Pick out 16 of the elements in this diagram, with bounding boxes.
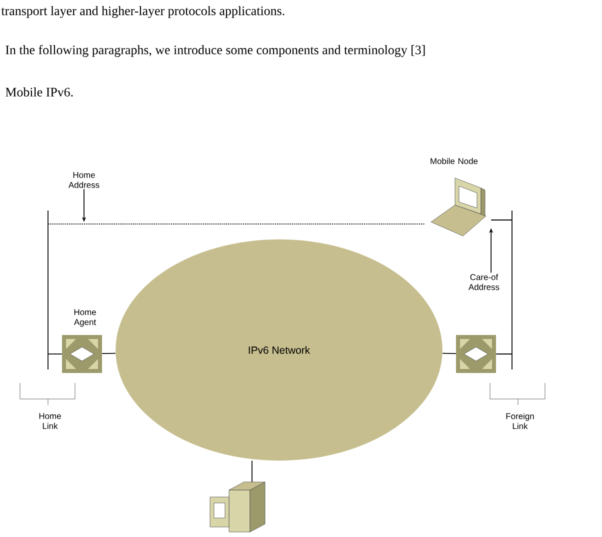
bracket-label: Foreign Link bbox=[506, 412, 534, 430]
router-drawing bbox=[456, 335, 496, 373]
connector-line bbox=[102, 352, 116, 354]
server-drawing bbox=[210, 482, 266, 532]
router-drawing bbox=[62, 335, 102, 373]
node-label: Home Agent bbox=[74, 309, 96, 327]
paragraph-line: In the following paragraphs, we introduce some components and terminology [3] bbox=[6, 45, 425, 57]
paragraph-line: Mobile IPv6. bbox=[6, 87, 73, 97]
paragraph-line: transport layer and higher-layer protocols applications. bbox=[1, 6, 284, 18]
node-label: Mobile Node bbox=[430, 158, 478, 164]
callout-text: Care-of Address bbox=[468, 274, 500, 290]
laptop-drawing bbox=[430, 178, 486, 236]
callout-text: Home Address bbox=[68, 172, 100, 188]
bracket-label: Home Link bbox=[39, 413, 61, 429]
network-cloud: IPv6 Network bbox=[116, 239, 442, 461]
connector-line bbox=[442, 352, 456, 354]
